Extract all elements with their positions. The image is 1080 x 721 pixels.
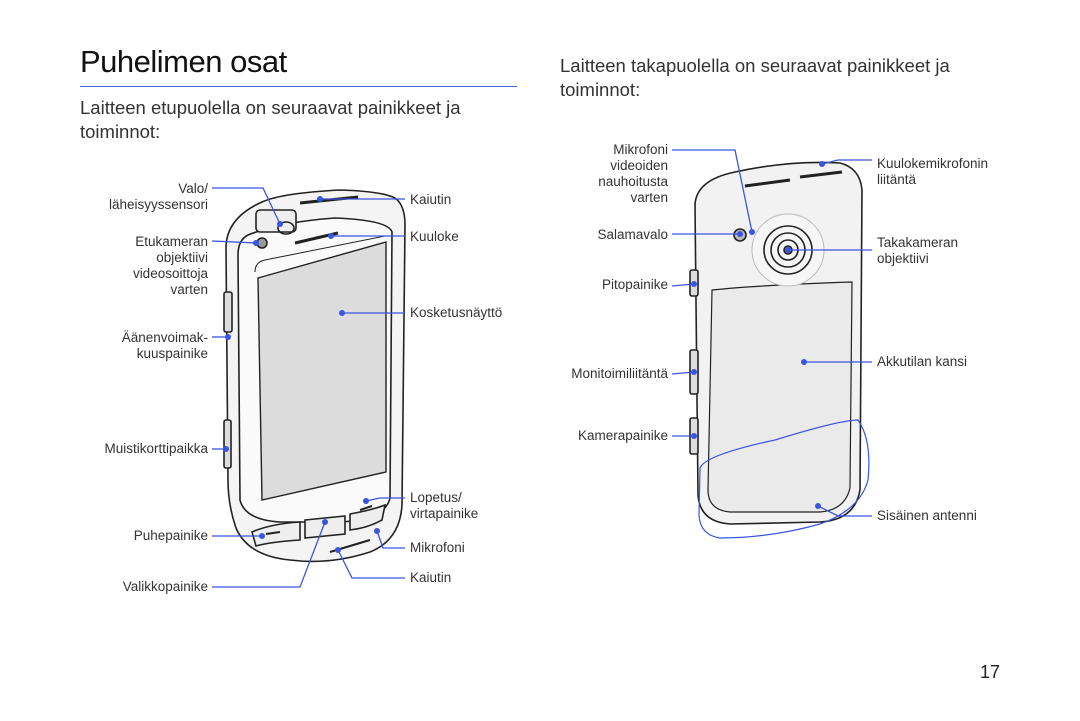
front-callout-dots [223,196,380,553]
label-headset-jack: Kuulokemikrofonin liitäntä [877,156,988,188]
label-internal-antenna: Sisäinen antenni [877,508,977,523]
label-top-speaker: Kaiutin [410,192,452,207]
label-earpiece: Kuuloke [410,229,459,244]
label-memory-card: Muistikorttipaikka [104,441,208,456]
label-headset-line2: liitäntä [877,172,917,187]
antenna-outline [698,419,870,539]
label-volume-line2: kuuspainike [136,346,208,361]
label-rear-camera-line2: objektiivi [877,251,929,266]
label-rear-camera: Takakameran objektiivi [877,235,958,267]
label-rear-camera-line1: Takakameran [877,235,959,250]
label-video-mic-line3: nauhoitusta [598,174,668,189]
label-headset-line1: Kuulokemikrofonin [877,156,989,171]
back-callout-dots [691,161,825,509]
label-multifunction-jack: Monitoimiliitäntä [571,366,668,381]
label-video-mic: Mikrofoni videoiden nauhoitusta varten [598,142,668,206]
label-light-sensor-line1: Valo/ [178,181,208,196]
front-intro: Laitteen etupuolella on seuraavat painik… [80,97,461,142]
label-menu-key: Valikkopainike [122,579,208,594]
front-phone-illustration [223,189,406,563]
back-intro: Laitteen takapuolella on seuraavat paini… [560,55,950,100]
label-end-power-key: Lopetus/ virtapainike [410,490,478,522]
label-bottom-speaker: Kaiutin [410,570,452,585]
label-light-sensor-line2: läheisyyssensori [108,197,208,212]
label-camera-key: Kamerapainike [577,428,668,443]
page-number: 17 [980,662,1001,682]
label-video-mic-line4: varten [630,190,668,205]
label-end-power-line1: Lopetus/ [410,490,462,505]
label-front-camera: Etukameran objektiivi videosoittoja vart… [133,234,208,298]
label-front-camera-line4: varten [170,282,208,297]
label-light-sensor: Valo/ läheisyyssensori [109,181,208,213]
label-front-camera-line1: Etukameran [135,234,208,249]
label-front-camera-line2: objektiivi [156,250,208,265]
label-front-camera-line3: videosoittoja [132,266,208,281]
page-title: Puhelimen osat [80,44,287,79]
label-end-power-line2: virtapainike [410,506,479,521]
back-callouts [671,149,872,517]
label-microphone: Mikrofoni [410,540,465,555]
label-hold-key: Pitopainike [601,277,668,292]
label-battery-cover: Akkutilan kansi [877,354,968,369]
back-phone-illustration [689,161,863,525]
label-call-key: Puhepainike [133,528,208,543]
label-flash: Salamavalo [597,227,668,242]
label-volume-key: Äänenvoimak- kuuspainike [122,330,208,362]
title-divider [80,86,517,87]
label-volume-line1: Äänenvoimak- [121,330,208,345]
label-touchscreen: Kosketusnäyttö [410,305,503,320]
label-video-mic-line2: videoiden [610,158,668,173]
label-video-mic-line1: Mikrofoni [613,142,668,157]
front-callouts [211,187,405,588]
